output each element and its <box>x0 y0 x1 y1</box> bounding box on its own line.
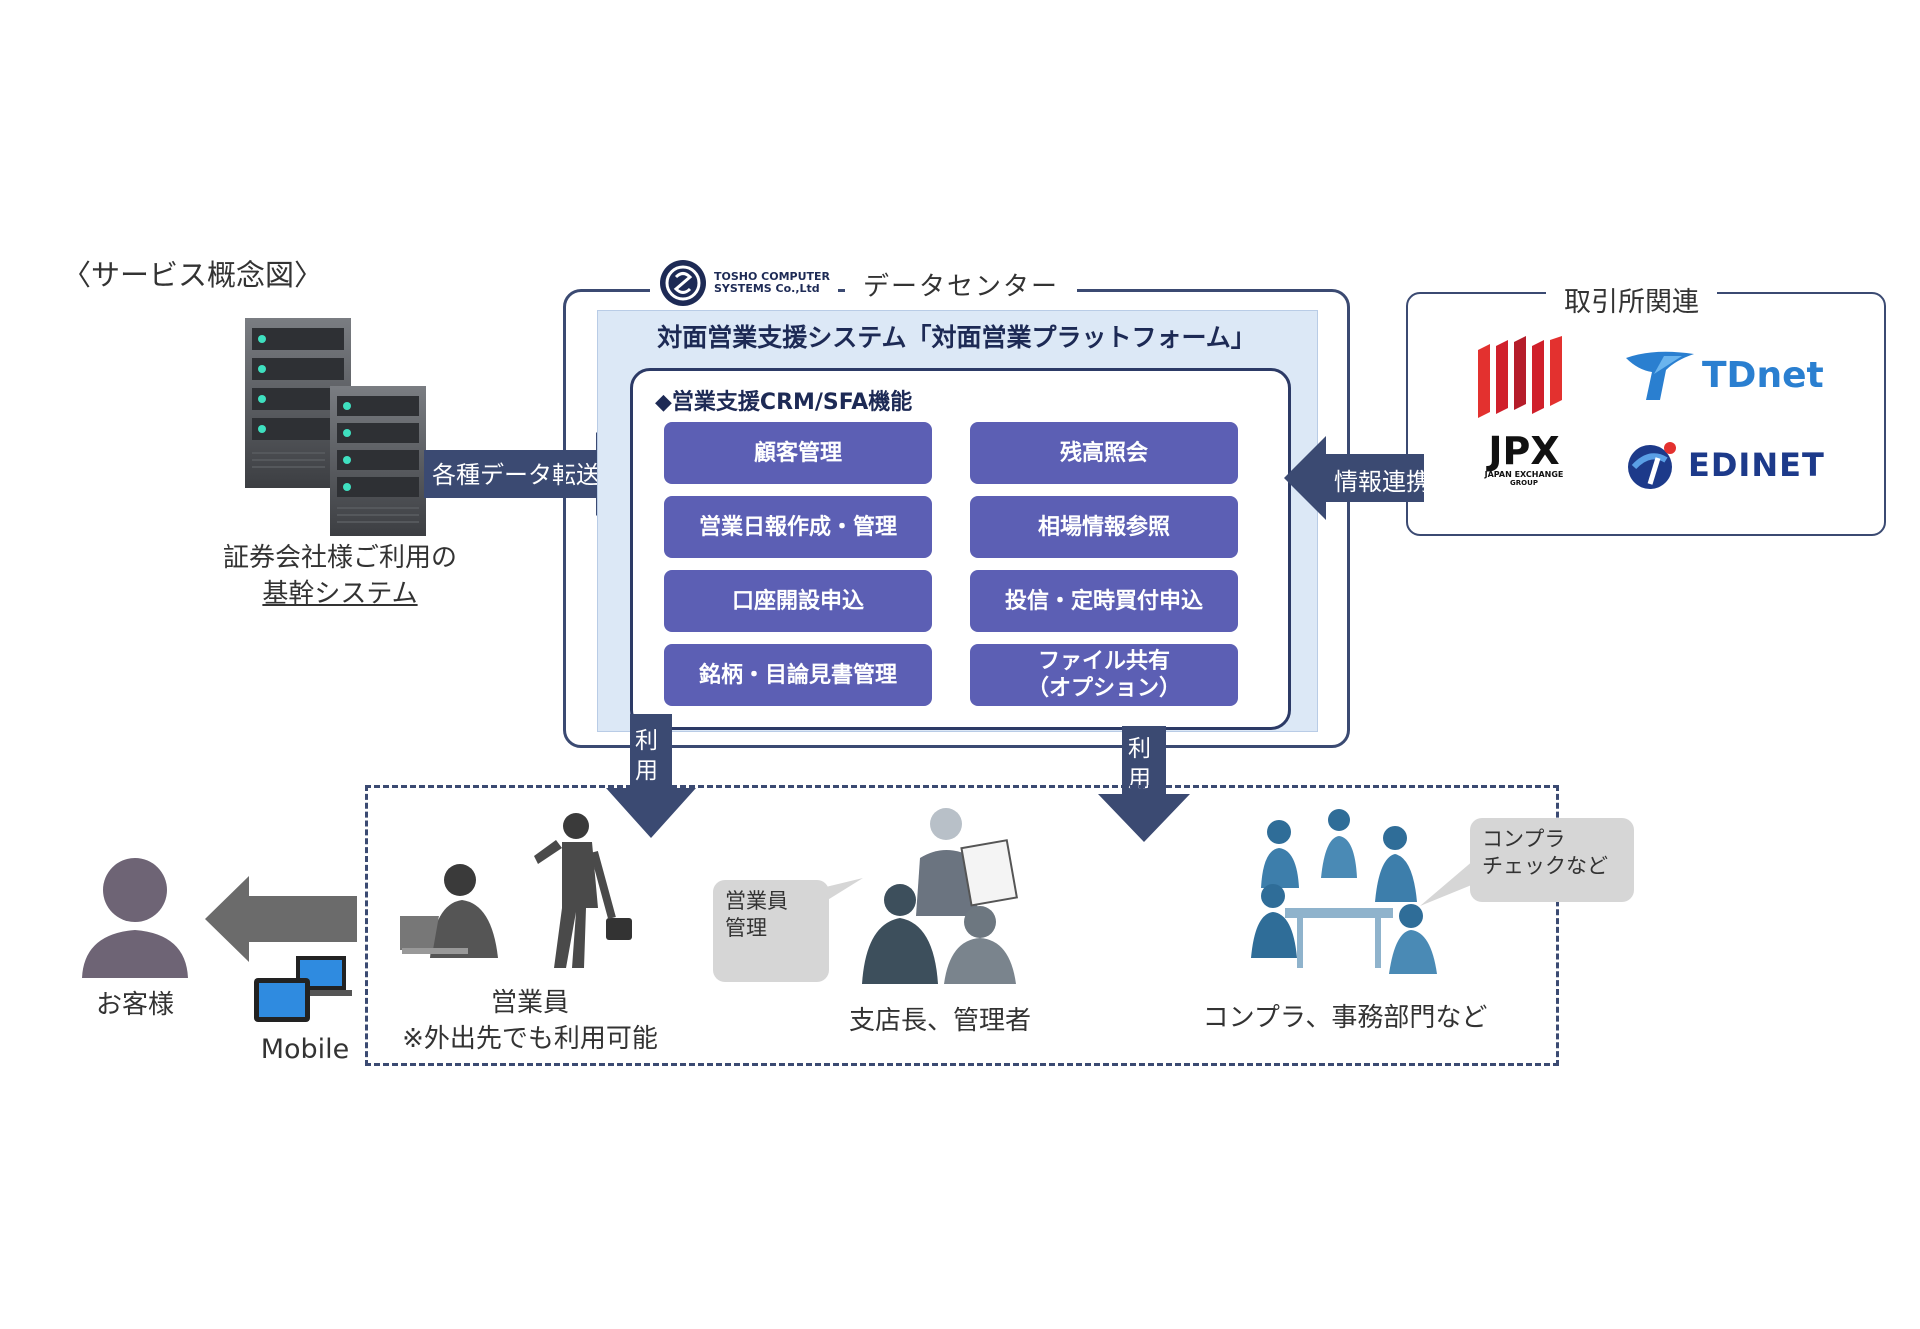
edinet-logo: EDINET <box>1622 440 1825 490</box>
crm-title: ◆営業支援CRM/SFA機能 <box>655 390 913 415</box>
server-icon <box>245 318 426 536</box>
info-link-arrow <box>1284 436 1424 520</box>
users-region <box>365 785 1559 1066</box>
function-customer-management[interactable]: 顧客管理 <box>664 422 932 484</box>
manager-caption: 支店長、管理者 <box>848 1006 1031 1036</box>
manager-icon <box>862 808 1019 984</box>
jpx-logo: JPX JAPAN EXCHANGE GROUP <box>1474 432 1574 487</box>
mobile-label: Mobile <box>260 1034 350 1065</box>
jpx-logo-icon <box>1478 336 1562 418</box>
customer-icon <box>82 858 188 978</box>
data-transfer-arrow <box>424 432 638 516</box>
jpx-sub1: JAPAN EXCHANGE <box>1484 470 1564 479</box>
core-system-line1: 証券会社様ご利用の <box>222 543 457 573</box>
platform-title: 対面営業支援システム「対面営業プラットフォーム」 <box>657 323 1256 352</box>
sales-staff-icon <box>400 813 632 968</box>
data-transfer-label: 各種データ転送 <box>432 461 600 489</box>
exchange-label: 取引所関連 <box>1546 280 1717 319</box>
datacenter-label: データセンター <box>845 266 1078 303</box>
tdnet-text: TDnet <box>1702 354 1824 396</box>
compliance-bubble: コンプラ チェックなど <box>1470 818 1634 902</box>
function-fund-order[interactable]: 投信・定時買付申込 <box>970 570 1238 632</box>
function-prospectus[interactable]: 銘柄・目論見書管理 <box>664 644 932 706</box>
logo-line1: TOSHO COMPUTER <box>714 270 831 283</box>
mobile-devices-icon <box>254 956 352 1022</box>
edinet-icon <box>1628 442 1676 489</box>
usage-left-bottom: 用 <box>635 758 658 784</box>
file-share-option: （オプション） <box>1026 676 1181 701</box>
core-system-label: 証券会社様ご利用の 基幹システム <box>200 540 480 612</box>
logo-line2: SYSTEMS Co.,Ltd <box>714 282 820 295</box>
to-customer-arrow <box>205 876 357 962</box>
core-system-line2: 基幹システム <box>262 579 418 609</box>
tdnet-icon <box>1626 351 1694 400</box>
customer-label: お客様 <box>95 990 174 1020</box>
diagram-title: 〈サービス概念図〉 <box>62 258 324 292</box>
compliance-bubble-line2: チェックなど <box>1482 854 1608 878</box>
tdnet-logo: TDnet <box>1624 348 1824 402</box>
function-daily-report[interactable]: 営業日報作成・管理 <box>664 496 932 558</box>
usage-right-top: 利 <box>1128 736 1151 762</box>
manager-bubble-tail <box>805 878 863 914</box>
manager-bubble-line1: 営業員 <box>725 889 788 913</box>
usage-label-left: 利 用 <box>635 726 658 786</box>
function-market-info[interactable]: 相場情報参照 <box>970 496 1238 558</box>
compliance-bubble-tail <box>1420 860 1474 906</box>
manager-bubble-line2: 管理 <box>725 916 767 940</box>
compliance-team-icon <box>1251 809 1437 974</box>
function-account-opening[interactable]: 口座開設申込 <box>664 570 932 632</box>
usage-arrow-right <box>1098 726 1190 842</box>
function-file-share[interactable]: ファイル共有 （オプション） <box>970 644 1238 706</box>
tosho-logo-icon <box>660 260 706 306</box>
file-share-label: ファイル共有 <box>1037 649 1170 674</box>
compliance-bubble-line1: コンプラ <box>1482 827 1566 851</box>
sales-staff-note: ※外出先でも利用可能 <box>402 1024 658 1054</box>
function-balance-inquiry[interactable]: 残高照会 <box>970 422 1238 484</box>
sales-staff-label: 営業員 <box>490 988 569 1018</box>
info-link-label: 情報連携 <box>1334 468 1430 496</box>
sales-staff-caption: 営業員 ※外出先でも利用可能 <box>385 985 675 1057</box>
edinet-text: EDINET <box>1688 446 1825 484</box>
compliance-caption: コンプラ、事務部門など <box>1202 1003 1488 1033</box>
usage-arrow-left <box>606 714 696 838</box>
usage-left-top: 利 <box>635 728 658 754</box>
tosho-logo: TOSHO COMPUTER SYSTEMS Co.,Ltd <box>650 255 839 311</box>
jpx-text: JPX <box>1488 429 1560 473</box>
jpx-sub2: GROUP <box>1510 479 1538 487</box>
